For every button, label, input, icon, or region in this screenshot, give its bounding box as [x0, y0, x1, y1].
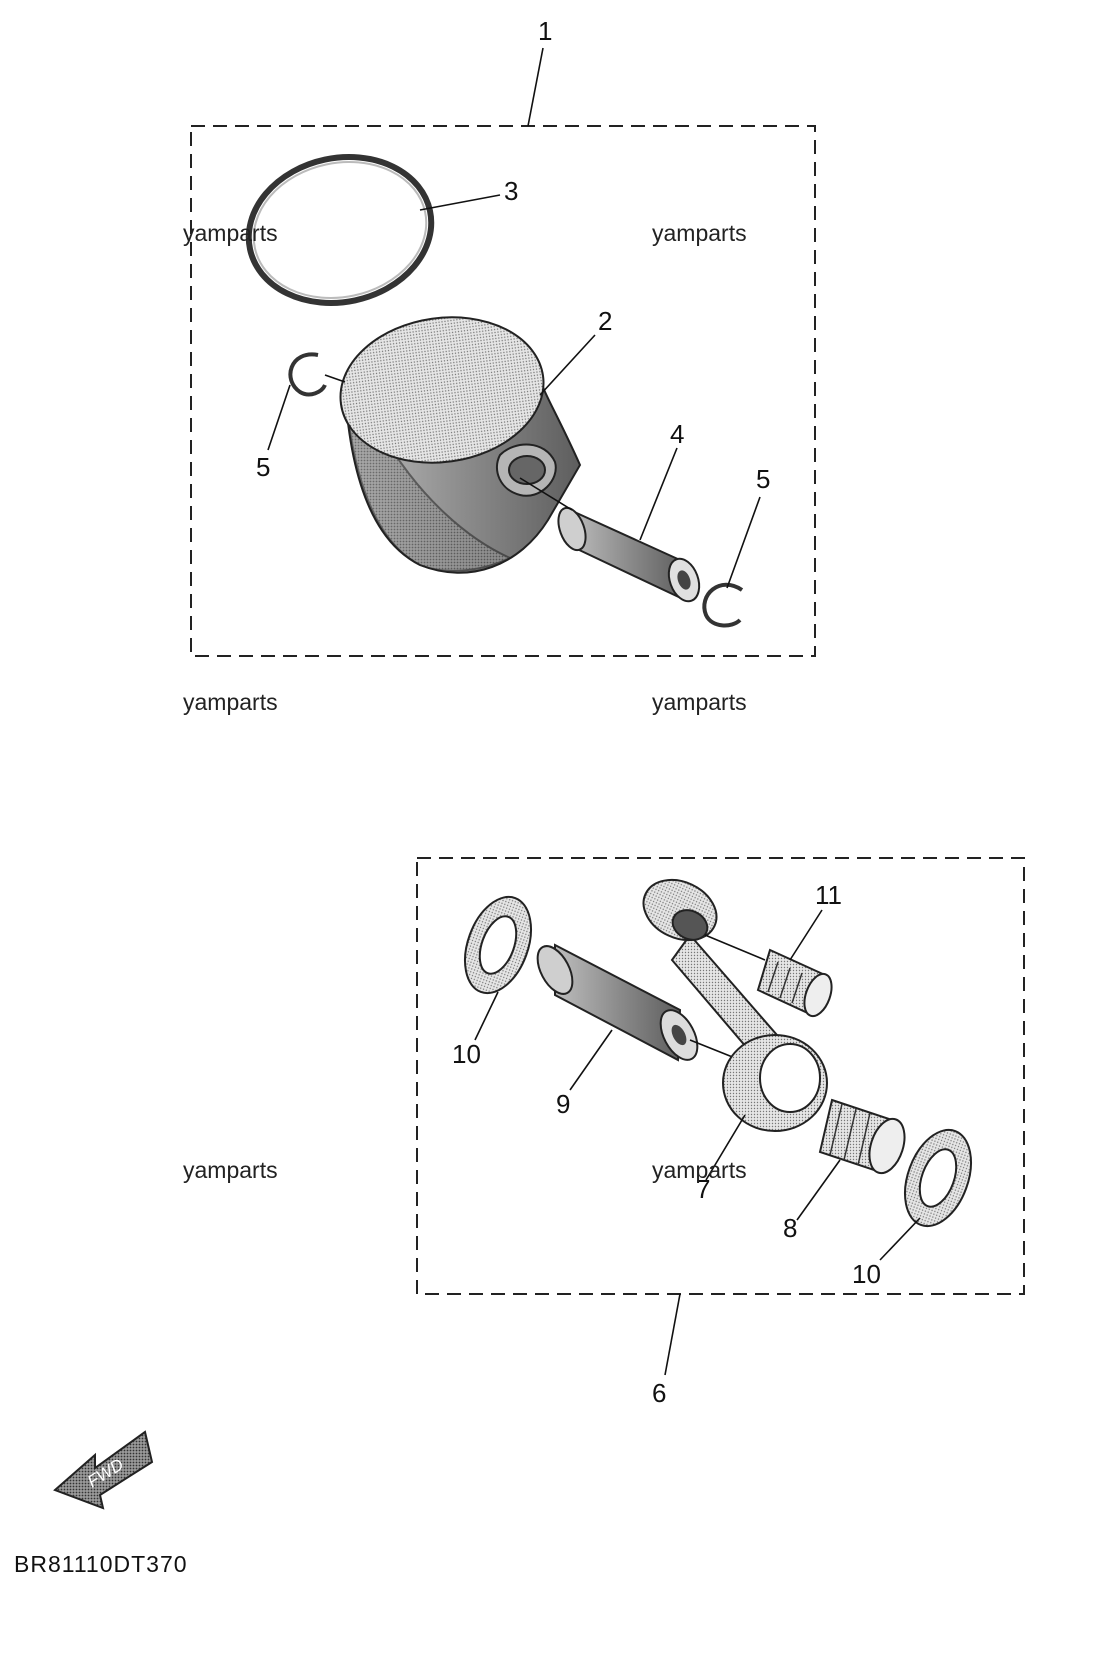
callout-10-right: 10	[852, 1259, 881, 1289]
callout-6: 6	[652, 1378, 666, 1408]
watermarks: yamparts yamparts yamparts yamparts yamp…	[183, 220, 747, 1183]
watermark-text: yamparts	[183, 689, 278, 715]
piston-kit-group	[190, 47, 816, 657]
leader-2	[539, 334, 596, 396]
callout-1: 1	[538, 16, 552, 46]
leader-7	[705, 1114, 746, 1181]
watermark-text: yamparts	[652, 689, 747, 715]
callout-5-right: 5	[756, 464, 770, 494]
callout-2: 2	[598, 306, 612, 336]
leader-10-left	[474, 991, 499, 1041]
fwd-arrow-icon	[53, 1430, 154, 1510]
piston[interactable]	[331, 305, 582, 574]
forward-direction-arrow: FWD	[53, 1430, 154, 1510]
leader-9	[569, 1029, 613, 1091]
piston-pin[interactable]	[553, 504, 704, 605]
watermark-text: yamparts	[652, 220, 747, 246]
callout-8: 8	[783, 1213, 797, 1243]
piston-kit-boundary	[190, 125, 816, 657]
callout-3: 3	[504, 176, 518, 206]
connecting-rod[interactable]	[634, 869, 828, 1132]
leader-8	[796, 1159, 841, 1221]
conrod-kit-boundary	[416, 857, 1025, 1295]
big-end-bearing[interactable]	[818, 1098, 911, 1178]
thrust-washer-left[interactable]	[453, 888, 544, 1002]
callout-11: 11	[815, 880, 842, 910]
connecting-rod-kit-group	[416, 857, 1025, 1376]
circlip-left[interactable]	[288, 352, 327, 397]
thrust-washer-right[interactable]	[893, 1121, 984, 1235]
leader-5-right	[726, 496, 761, 589]
circlip-left-axis	[324, 374, 346, 383]
callout-labels: 1 3 2 4 5 5 11 10 9 7 8 10 6	[256, 16, 881, 1408]
watermark-text: yamparts	[652, 1157, 747, 1183]
circlip-right[interactable]	[702, 582, 744, 628]
leader-4	[639, 447, 678, 541]
callout-10-left: 10	[452, 1039, 481, 1069]
callout-5-left: 5	[256, 452, 270, 482]
small-end-bearing[interactable]	[756, 948, 837, 1020]
crank-pin[interactable]	[530, 940, 704, 1065]
callout-7: 7	[696, 1174, 710, 1204]
piston-ring[interactable]	[235, 140, 445, 319]
piston-pin-axis	[519, 477, 573, 511]
diagram-code: BR81110DT370	[14, 1551, 188, 1577]
watermark-text: yamparts	[183, 220, 278, 246]
leader-1	[527, 47, 544, 127]
leader-5-left	[267, 384, 291, 451]
watermark-text: yamparts	[183, 1157, 278, 1183]
callout-4: 4	[670, 419, 684, 449]
leader-6	[664, 1293, 681, 1376]
leader-3	[419, 194, 501, 211]
crank-pin-axis	[689, 1039, 736, 1059]
callout-9: 9	[556, 1089, 570, 1119]
leader-10-right	[879, 1217, 921, 1261]
piston-ring-inner	[252, 161, 428, 299]
leader-11	[789, 909, 823, 961]
small-end-axis	[704, 934, 766, 961]
